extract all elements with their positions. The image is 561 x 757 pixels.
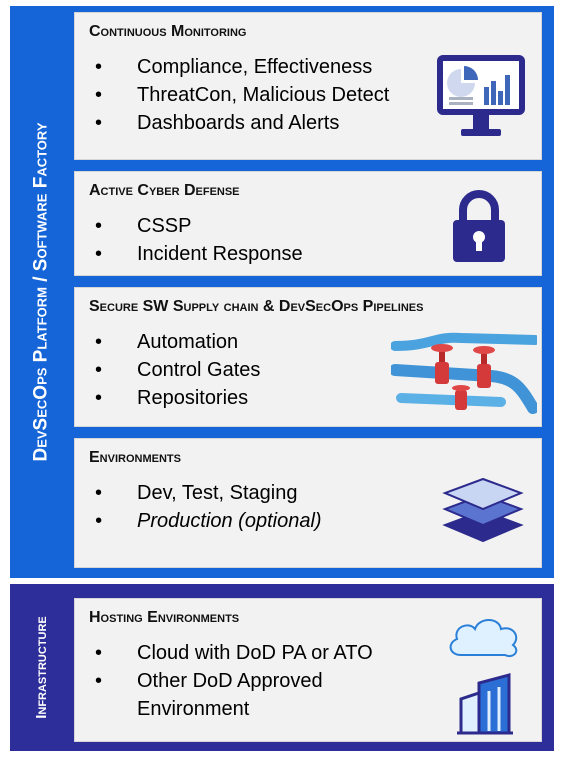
card-title: Secure SW Supply chain & DevSecOps Pipel… <box>89 298 424 315</box>
platform-label-text: DevSecOps Platform / Software Factory <box>30 122 52 462</box>
buildings-icon <box>457 673 513 735</box>
list-item: Other DoD Approved Environment <box>89 667 357 723</box>
pipeline-valves-icon <box>391 332 537 414</box>
supply-chain-card: Secure SW Supply chain & DevSecOps Pipel… <box>74 287 542 427</box>
card-title: Continuous Monitoring <box>89 23 247 40</box>
stacked-layers-icon <box>442 477 524 543</box>
devsecops-platform-band: DevSecOps Platform / Software Factory Co… <box>10 6 554 578</box>
card-title: Hosting Environments <box>89 609 240 626</box>
bullet-list: Cloud with DoD PA or ATO Other DoD Appro… <box>89 639 409 723</box>
infrastructure-band: Infrastructure Hosting Environments Clou… <box>10 584 554 751</box>
environments-card: Environments Dev, Test, Staging Producti… <box>74 438 542 568</box>
list-item: Dashboards and Alerts <box>89 109 389 137</box>
card-title: Active Cyber Defense <box>89 182 240 199</box>
list-item: Automation <box>89 328 260 356</box>
cloud-icon <box>449 619 518 657</box>
bullet-list: Compliance, Effectiveness ThreatCon, Mal… <box>89 53 389 137</box>
list-item: Cloud with DoD PA or ATO <box>89 639 409 667</box>
list-item: Incident Response <box>89 240 303 268</box>
infrastructure-label-text: Infrastructure <box>32 616 50 719</box>
list-item: ThreatCon, Malicious Detect <box>89 81 389 109</box>
list-item: CSSP <box>89 212 303 240</box>
platform-vertical-label: DevSecOps Platform / Software Factory <box>10 6 72 578</box>
list-item: Compliance, Effectiveness <box>89 53 389 81</box>
list-item: Dev, Test, Staging <box>89 479 322 507</box>
padlock-icon <box>453 190 505 262</box>
active-cyber-defense-card: Active Cyber Defense CSSP Incident Respo… <box>74 171 542 276</box>
list-item: Production (optional) <box>89 507 322 535</box>
list-item: Repositories <box>89 384 260 412</box>
hosting-environments-card: Hosting Environments Cloud with DoD PA o… <box>74 598 542 742</box>
bullet-list: Automation Control Gates Repositories <box>89 328 260 412</box>
card-title: Environments <box>89 449 181 466</box>
monitor-dashboard-icon <box>437 55 525 136</box>
bullet-list: CSSP Incident Response <box>89 212 303 268</box>
continuous-monitoring-card: Continuous Monitoring Compliance, Effect… <box>74 12 542 160</box>
bullet-list: Dev, Test, Staging Production (optional) <box>89 479 322 535</box>
infrastructure-vertical-label: Infrastructure <box>10 584 72 751</box>
list-item: Control Gates <box>89 356 260 384</box>
